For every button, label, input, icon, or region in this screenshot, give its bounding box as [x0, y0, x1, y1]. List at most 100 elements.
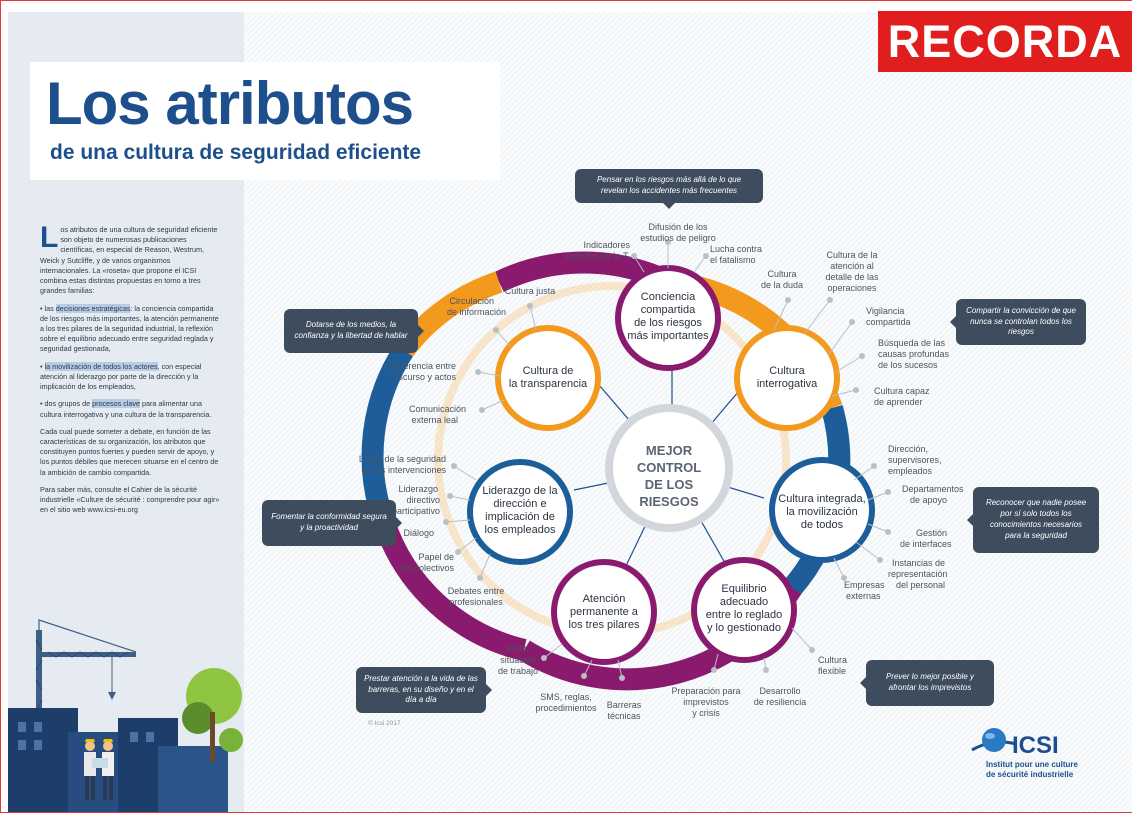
- center-line-1: MEJOR: [646, 443, 693, 458]
- bullet-3-post: para alimentar una cultura interrogativa…: [40, 399, 212, 419]
- node-liderazgo-l2: dirección e: [493, 498, 546, 510]
- label-cultura-justa: Cultura justa: [505, 286, 556, 296]
- center-line-2: CONTROL: [637, 460, 701, 475]
- bullet-3-pre: • dos grupos de: [40, 399, 93, 409]
- label-dialogo: Diálogo: [403, 528, 434, 538]
- node-integrada-l2: la movilización: [786, 506, 858, 518]
- node-equilibrio-l1: Equilibrio: [721, 583, 766, 595]
- center-line-3: DE LOS: [645, 477, 694, 492]
- construction-illustration: [8, 619, 243, 812]
- bullet-2-pre: •: [40, 361, 45, 371]
- title-box: [30, 62, 500, 180]
- safety-culture-rosette: MEJOR CONTROL DE LOS RIESGOS Conciencia …: [359, 222, 964, 721]
- callout-right-interrogativa: Compartir la convicción de que nunca se …: [950, 299, 1086, 345]
- node-interrogativa: Cultura interrogativa: [734, 325, 840, 431]
- label-direccion: Dirección,supervisores,empleados: [888, 444, 942, 476]
- node-integrada: Cultura integrada, la movilización de to…: [769, 457, 875, 563]
- node-conciencia: Conciencia compartida de los riesgos más…: [615, 265, 721, 371]
- node-equilibrio-l2: adecuado: [720, 596, 768, 608]
- node-transparencia: Cultura de la transparencia: [495, 325, 601, 431]
- crane-icon: [35, 619, 137, 760]
- callout-top: Pensar en los riesgos más allá de lo que…: [575, 169, 763, 209]
- icsi-globe-icon: [971, 728, 1017, 752]
- node-equilibrio: Equilibrio adecuado entre lo reglado y l…: [691, 557, 797, 663]
- node-liderazgo-l1: Liderazgo de la: [482, 485, 558, 497]
- drop-cap: L: [40, 221, 59, 254]
- node-atencion: Atención permanente a los tres pilares: [551, 559, 657, 665]
- page-title: Los atributos: [46, 70, 414, 137]
- logo-tagline-1: Institut pour une culture: [986, 760, 1078, 769]
- callout-right-integrada: Reconocer que nadie posee por sí solo to…: [967, 487, 1099, 553]
- bullet-1-highlight: decisiones estratégicas: [55, 303, 131, 313]
- node-interrogativa-l1: Cultura: [769, 365, 805, 377]
- intro-paragraph-3: Para saber más, consulte el Cahier de la…: [40, 484, 220, 515]
- bullet-2-highlight: la movilización de todos los actores: [44, 361, 158, 371]
- node-conciencia-l1: Conciencia: [641, 291, 696, 303]
- callout-bottom-atencion: Prestar atención a la vida de las barrer…: [356, 667, 492, 713]
- bullet-2-post: , con especial atención al liderazgo por…: [40, 361, 202, 392]
- node-conciencia-l2: compartida: [641, 304, 696, 316]
- node-transparencia-l1: Cultura de: [523, 365, 574, 377]
- center-node: MEJOR CONTROL DE LOS RIESGOS: [605, 404, 733, 532]
- node-equilibrio-l3: entre lo reglado: [706, 609, 782, 621]
- center-line-4: RIESGOS: [639, 494, 699, 509]
- node-conciencia-l3: de los riesgos: [634, 317, 702, 329]
- label-sms: SMS, reglas,procedimientos: [535, 692, 597, 713]
- node-conciencia-l4: más importantes: [627, 330, 709, 342]
- intro-p1-text: os atributos de una cultura de seguridad…: [40, 225, 218, 296]
- node-liderazgo-l3: implicación de: [485, 511, 555, 523]
- node-interrogativa-l2: interrogativa: [757, 378, 818, 390]
- bullet-1-post: : la conciencia compartida de los riesgo…: [40, 303, 219, 354]
- workers-icon: [84, 739, 114, 800]
- recorda-badge: RECORDA: [878, 11, 1132, 72]
- node-equilibrio-l4: y lo gestionado: [707, 622, 781, 634]
- node-transparencia-l2: la transparencia: [509, 378, 588, 390]
- logo-tagline: Institut pour une culture de sécurité in…: [986, 760, 1086, 779]
- callout-right-equilibrio: Prever lo mejor posible y afrontar los i…: [860, 660, 994, 706]
- intro-bullet-2: • la movilización de todos los actores, …: [40, 361, 220, 393]
- node-integrada-l3: de todos: [801, 519, 844, 531]
- attribute-connectors: [443, 239, 891, 681]
- bullet-3-highlight: procesos clave: [92, 399, 141, 409]
- node-atencion-l3: los tres pilares: [569, 619, 640, 631]
- logo-tagline-2: de sécurité industrielle: [986, 769, 1074, 779]
- node-integrada-l1: Cultura integrada,: [778, 493, 865, 505]
- copyright: © Icsi 2017: [368, 720, 401, 727]
- tree-icon: [182, 668, 243, 762]
- buildings-icon: [8, 708, 228, 812]
- node-atencion-l2: permanente a: [570, 606, 639, 618]
- page-subtitle: de una cultura de seguridad eficiente: [50, 141, 422, 164]
- bullet-1-pre: • las: [40, 303, 56, 313]
- callout-left-liderazgo: Fomentar la conformidad segura y la proa…: [262, 500, 402, 546]
- intro-bullet-3: • dos grupos de procesos clave para alim…: [40, 399, 220, 419]
- logo-name: ICSI: [1012, 732, 1059, 759]
- node-liderazgo: Liderazgo de la dirección e implicación …: [467, 459, 573, 565]
- callout-left-transparencia: Dotarse de los medios, la confianza y la…: [284, 309, 424, 353]
- intro-bullet-1: • las decisiones estratégicas: la concie…: [40, 303, 220, 355]
- ring-purple-left: [373, 518, 527, 661]
